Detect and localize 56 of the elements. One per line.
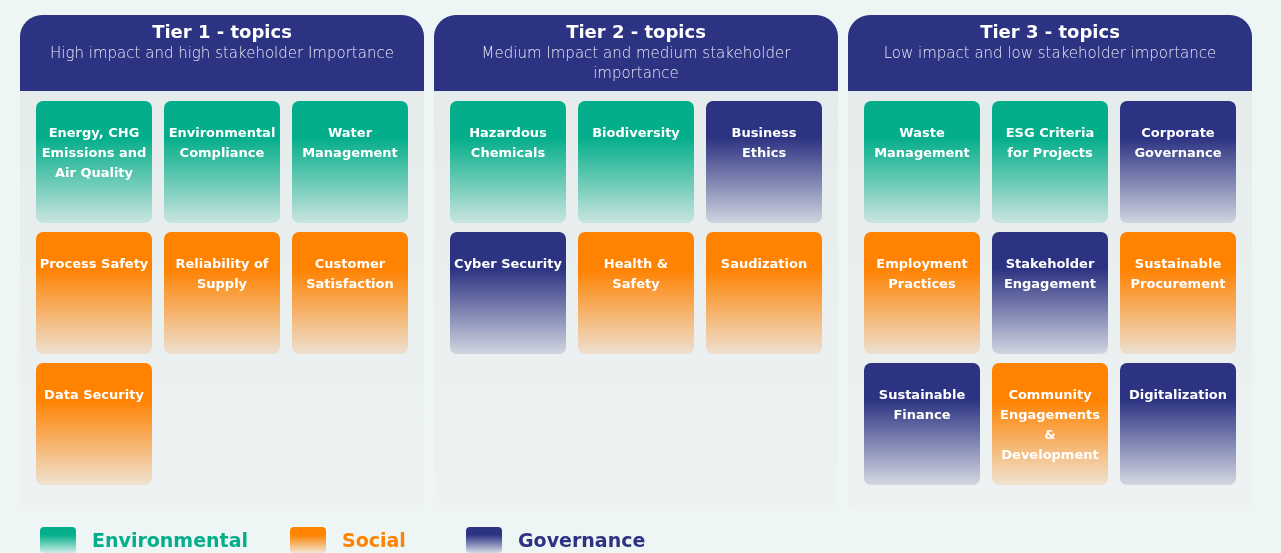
topic-tile (36, 363, 152, 485)
topic-label: Business Ethics (730, 124, 798, 162)
topic-tile (164, 101, 280, 223)
topic-tile (992, 363, 1108, 485)
tier-title: Tier 1 - topics (152, 21, 292, 43)
topic-label: Sustainable Procurement (1129, 255, 1227, 293)
tier-panel (434, 15, 838, 510)
legend-label: Governance (518, 529, 646, 551)
topic-label: Biodiversity (592, 124, 680, 142)
topic-label: Community Engagements & Development (999, 386, 1101, 464)
tier-title: Tier 2 - topics (566, 21, 706, 43)
topic-label: Sustainable Finance (877, 386, 967, 424)
topic-label: Digitalization (1128, 386, 1228, 404)
topic-tile (1120, 363, 1236, 485)
topic-label: Water Management (301, 124, 399, 162)
topic-label: Data Security (44, 386, 144, 404)
tier-subtitle: Low impact and low stakeholder importance (882, 43, 1218, 63)
topic-tile (706, 232, 822, 354)
topic-tile (292, 101, 408, 223)
tier-panel (848, 15, 1252, 510)
topic-tile (578, 232, 694, 354)
topic-label: Environmental Compliance (167, 124, 277, 162)
topic-label: Energy, CHG Emissions and Air Quality (40, 124, 148, 182)
topic-tile (164, 232, 280, 354)
topic-label: Cyber Security (454, 255, 562, 273)
topic-tile (450, 232, 566, 354)
topic-label: Stakeholder Engagement (1002, 255, 1098, 293)
topic-label: Health & Safety (602, 255, 670, 293)
tier-title: Tier 3 - topics (980, 21, 1120, 43)
topic-tile (864, 101, 980, 223)
topic-tile (36, 232, 152, 354)
topic-tile (1120, 232, 1236, 354)
topic-tile (578, 101, 694, 223)
topic-label: Hazardous Chemicals (468, 124, 548, 162)
topic-tile (450, 101, 566, 223)
topic-label: Employment Practices (875, 255, 969, 293)
topic-tile (992, 101, 1108, 223)
topic-label: Waste Management (873, 124, 971, 162)
topic-tile (992, 232, 1108, 354)
topic-label: Saudization (720, 255, 808, 273)
topic-label: Corporate Governance (1133, 124, 1223, 162)
topic-tile (292, 232, 408, 354)
tier-panel (20, 15, 424, 510)
tier-subtitle: High impact and high stakeholder Importance (49, 43, 395, 63)
topic-label: ESG Criteria for Projects (1004, 124, 1096, 162)
topic-tile (706, 101, 822, 223)
legend-label: Environmental (92, 529, 248, 551)
topic-label: Customer Satisfaction (305, 255, 395, 293)
topic-tile (36, 101, 152, 223)
topic-tile (1120, 101, 1236, 223)
topic-tile (864, 363, 980, 485)
topic-label: Reliability of Supply (174, 255, 270, 293)
topic-label: Process Safety (39, 255, 149, 273)
topic-tile (864, 232, 980, 354)
legend-label: Social (342, 529, 406, 551)
tier-subtitle: Medium Impact and medium stakeholder importance (480, 43, 792, 83)
